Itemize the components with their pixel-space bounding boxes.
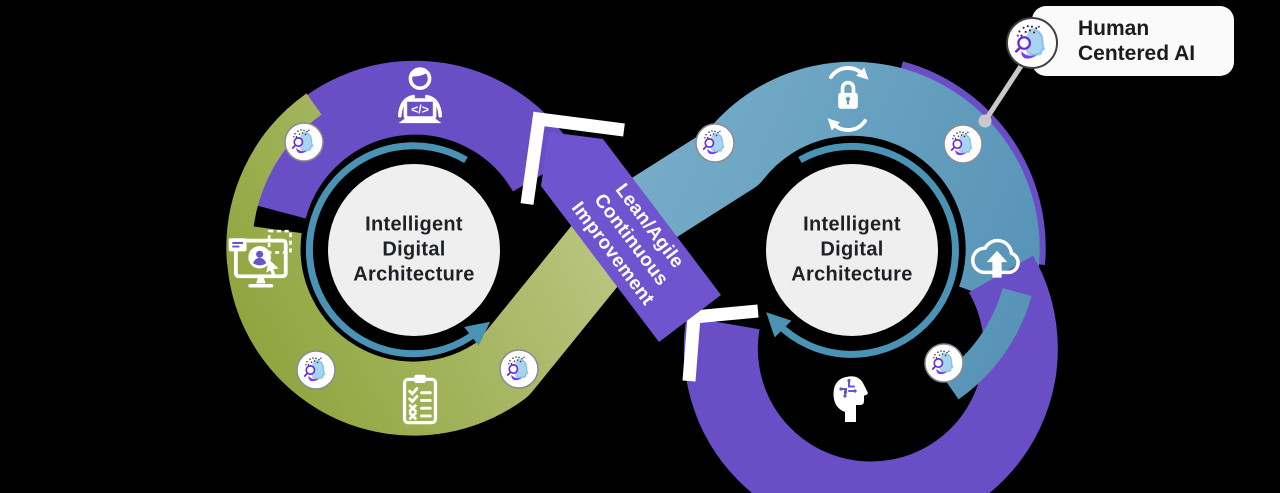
green-band bbox=[226, 176, 669, 436]
left-inner-circle bbox=[328, 164, 500, 336]
purple-left-top-arc bbox=[234, 60, 578, 220]
purple-text-band bbox=[541, 132, 721, 342]
left-inner-arrow bbox=[305, 142, 491, 358]
callout-label-line: Human bbox=[1078, 17, 1150, 40]
right-inner-circle bbox=[766, 164, 938, 336]
ai-head-circuit-icon bbox=[832, 375, 869, 423]
right-circle-label: Intelligent Digital Architecture bbox=[757, 213, 947, 288]
right-inner-arrow bbox=[766, 142, 959, 358]
callout-label-line: Centered AI bbox=[1078, 42, 1196, 65]
callout-label: Human Centered AI bbox=[1078, 16, 1195, 66]
logo-badges bbox=[284, 122, 983, 390]
human-centered-ai-logo-icon bbox=[1006, 17, 1058, 69]
right-circle-line: Intelligent bbox=[803, 213, 901, 236]
blue-band bbox=[588, 61, 1040, 312]
human-centered-ai-callout: Human Centered AI bbox=[1006, 6, 1234, 76]
callout-connector-dot bbox=[978, 114, 992, 128]
left-circle-line: Architecture bbox=[353, 263, 475, 286]
left-circle-line: Digital bbox=[382, 238, 446, 261]
left-circle-label: Intelligent Digital Architecture bbox=[319, 213, 509, 288]
left-circle-line: Intelligent bbox=[365, 213, 463, 236]
purple-right-bottom-arc bbox=[683, 255, 1058, 493]
white-chevron-bottom bbox=[682, 304, 759, 382]
right-circle-line: Architecture bbox=[791, 263, 913, 286]
blue-outer-sliver bbox=[941, 287, 1032, 400]
white-chevron-top bbox=[520, 111, 625, 205]
right-circle-line: Digital bbox=[820, 238, 884, 261]
